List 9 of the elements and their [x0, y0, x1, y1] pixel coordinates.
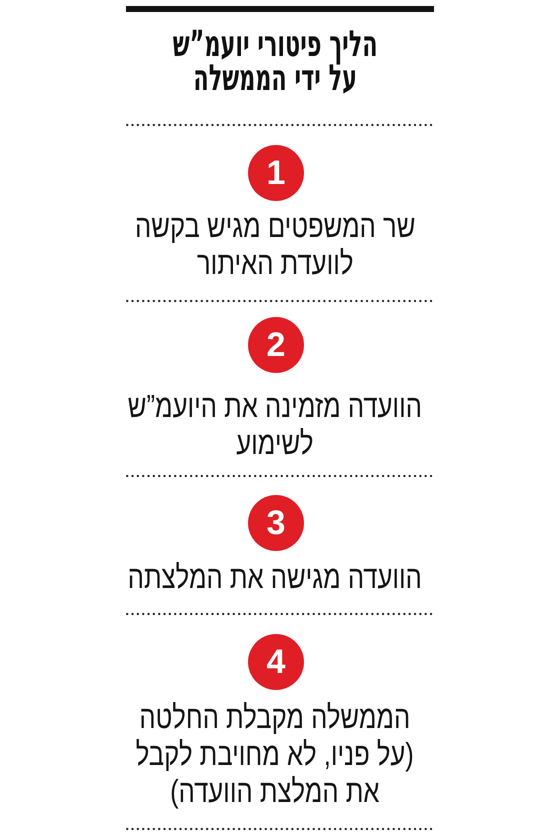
step-description: הוועדה מזמינה את היועמ”ש לשימוע: [128, 388, 422, 462]
numbered-circle: 3: [248, 495, 304, 551]
step-description: שר המשפטים מגיש בקשה לוועדת האיתור: [134, 208, 416, 282]
numbered-circle: 2: [248, 317, 304, 373]
title: הליך פיטורי יועמ”ש על ידי הממשלה: [172, 28, 378, 96]
step-description: הוועדה מגישה את המלצתה: [128, 559, 422, 596]
numbered-circle: 1: [248, 145, 304, 201]
numbered-circle: 4: [248, 634, 304, 690]
step-description: הממשלה מקבלת החלטה (על פניו, לא מחויבת לקבל את המלצת הוועדה): [136, 699, 414, 810]
